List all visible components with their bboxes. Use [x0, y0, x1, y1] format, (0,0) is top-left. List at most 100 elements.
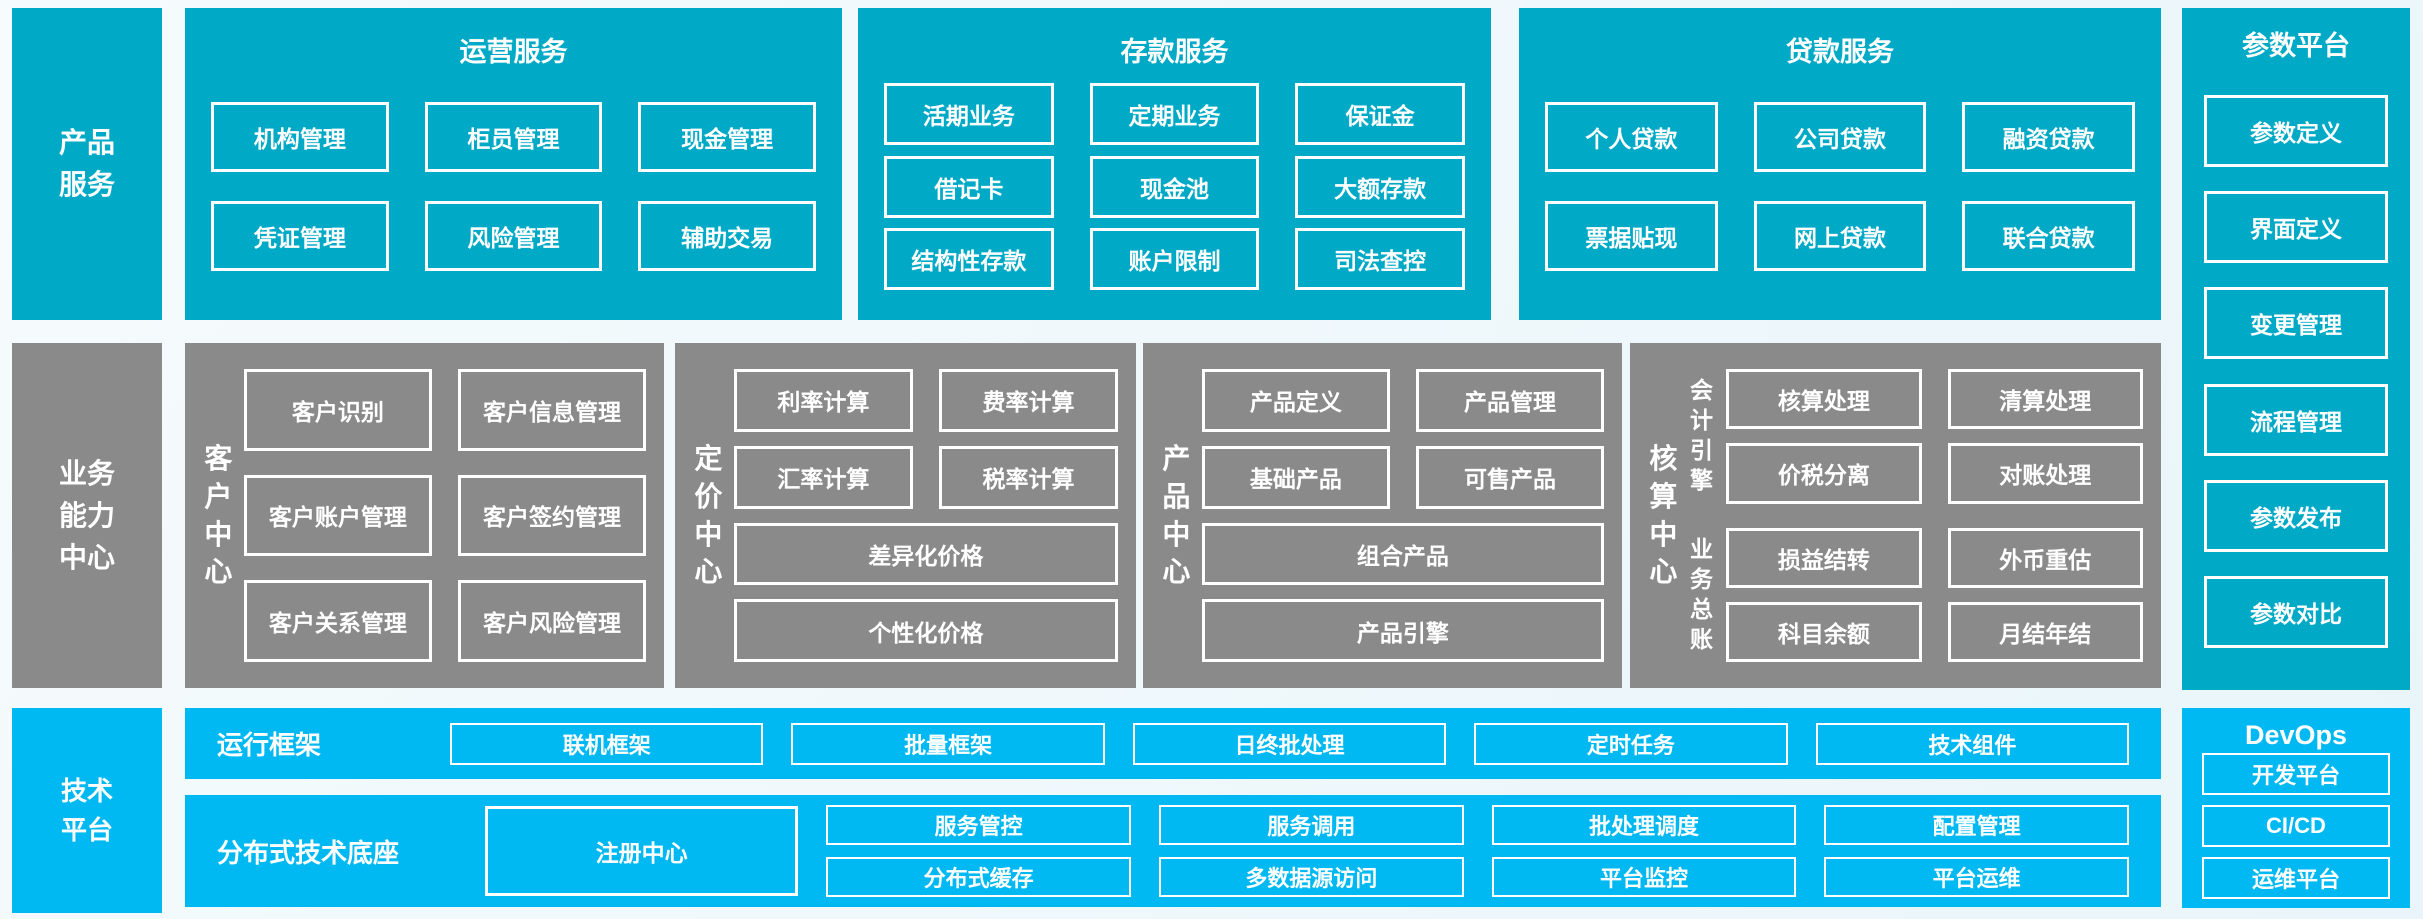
item-pl-carryover: 损益结转 — [1726, 527, 1922, 588]
item-eod-batch: 日终批处理 — [1132, 722, 1447, 765]
accounting-engine-group: 会计引擎 核算处理 清算处理 价税分离 对账处理 — [1689, 369, 2143, 504]
loan-row-2: 票据贴现 网上贷款 联合贷款 — [1545, 201, 2136, 271]
runtime-framework-label: 运行框架 — [217, 730, 322, 760]
sidebar-business-capability-center: 业务 能力 中心 — [12, 343, 162, 688]
item-subject-balance: 科目余额 — [1726, 601, 1922, 662]
item-parameter-compare: 参数对比 — [2204, 575, 2388, 648]
customer-center-label: 客户中心 — [204, 442, 233, 588]
item-demand-business: 活期业务 — [884, 83, 1054, 146]
item-multi-datasource: 多数据源访问 — [1159, 857, 1464, 897]
item-structured-deposit: 结构性存款 — [884, 227, 1054, 290]
item-joint-loan: 联合贷款 — [1962, 201, 2136, 271]
item-change-mgmt: 变更管理 — [2204, 287, 2388, 360]
panel-accounting-center: 核算中心 会计引擎 核算处理 清算处理 价税分离 对账处理 业务总账 损 — [1630, 343, 2161, 688]
loan-title: 贷款服务 — [1786, 37, 1894, 67]
item-parameter-definition: 参数定义 — [2204, 95, 2388, 168]
item-product-mgmt: 产品管理 — [1415, 369, 1604, 432]
item-customer-relation-mgmt: 客户关系管理 — [243, 580, 432, 662]
loan-rows: 个人贷款 公司贷款 融资贷款 票据贴现 网上贷款 联合贷款 — [1545, 73, 2136, 300]
distributed-base-label: 分布式技术底座 — [217, 837, 400, 868]
group-operations-services: 运营服务 机构管理 柜员管理 现金管理 凭证管理 风险管理 辅助交易 — [185, 8, 842, 320]
item-sellable-product: 可售产品 — [1415, 445, 1604, 509]
item-ui-definition: 界面定义 — [2204, 191, 2388, 264]
item-voucher-mgmt: 凭证管理 — [211, 201, 389, 271]
customer-center-grid: 客户识别 客户信息管理 客户账户管理 客户签约管理 客户关系管理 客户风险管理 — [243, 369, 646, 662]
operations-row-2: 凭证管理 风险管理 辅助交易 — [211, 201, 817, 271]
sidebar-product-services: 产品 服务 — [12, 8, 162, 320]
item-online-loan: 网上贷款 — [1753, 201, 1927, 271]
item-customer-account-mgmt: 客户账户管理 — [243, 474, 432, 557]
business-ledger-grid: 损益结转 外币重估 科目余额 月结年结 — [1726, 527, 2143, 662]
item-product-definition: 产品定义 — [1201, 369, 1390, 432]
deposit-row-3: 结构性存款 账户限制 司法查控 — [884, 227, 1466, 290]
item-scheduled-task: 定时任务 — [1474, 722, 1788, 765]
item-ops-platform: 运维平台 — [2202, 857, 2390, 899]
item-basic-product: 基础产品 — [1201, 445, 1390, 509]
deposit-title: 存款服务 — [1120, 37, 1229, 67]
item-large-deposit: 大额存款 — [1295, 155, 1466, 218]
accounting-center-label: 核算中心 — [1649, 442, 1678, 588]
item-distributed-cache: 分布式缓存 — [826, 857, 1132, 897]
item-platform-ops: 平台运维 — [1824, 857, 2129, 897]
operations-title: 运营服务 — [459, 37, 568, 67]
item-tech-component: 技术组件 — [1815, 722, 2130, 765]
item-tax-calc: 税率计算 — [938, 445, 1118, 509]
item-corporate-loan: 公司贷款 — [1753, 102, 1927, 172]
item-cicd: CI/CD — [2202, 805, 2390, 847]
parameter-platform-items: 参数定义 界面定义 变更管理 流程管理 参数发布 参数对比 — [2182, 65, 2410, 690]
pricing-center-label: 定价中心 — [694, 442, 723, 588]
item-customer-contract-mgmt: 客户签约管理 — [457, 474, 646, 557]
business-ledger-group: 业务总账 损益结转 外币重估 科目余额 月结年结 — [1689, 527, 2143, 662]
panel-pricing-center: 定价中心 利率计算 费率计算 汇率计算 税率计算 差异化价格 个性化价格 — [675, 343, 1136, 688]
panel-product-center: 产品中心 产品定义 产品管理 基础产品 可售产品 组合产品 产品引擎 — [1143, 343, 1622, 688]
deposit-rows: 活期业务 定期业务 保证金 借记卡 现金池 大额存款 结构性存款 账户限制 司法… — [884, 73, 1466, 300]
accounting-engine-grid: 核算处理 清算处理 价税分离 对账处理 — [1726, 369, 2143, 504]
item-customer-identification: 客户识别 — [243, 369, 432, 451]
operations-rows: 机构管理 柜员管理 现金管理 凭证管理 风险管理 辅助交易 — [211, 73, 817, 300]
item-customer-info-mgmt: 客户信息管理 — [457, 369, 646, 451]
item-personalized-price: 个性化价格 — [733, 599, 1118, 662]
item-differentiated-price: 差异化价格 — [733, 522, 1118, 586]
item-platform-monitoring: 平台监控 — [1491, 857, 1797, 897]
item-batch-framework: 批量框架 — [791, 722, 1105, 765]
item-price-tax-separation: 价税分离 — [1726, 443, 1922, 504]
bar-runtime-framework: 运行框架 联机框架 批量框架 日终批处理 定时任务 技术组件 — [185, 708, 2161, 779]
deposit-row-2: 借记卡 现金池 大额存款 — [884, 155, 1466, 218]
item-financing-loan: 融资贷款 — [1962, 102, 2136, 172]
item-cash-mgmt: 现金管理 — [638, 102, 817, 172]
item-teller-mgmt: 柜员管理 — [424, 102, 603, 172]
pricing-center-grid: 利率计算 费率计算 汇率计算 税率计算 差异化价格 个性化价格 — [733, 369, 1118, 662]
parameter-platform-title: 参数平台 — [2242, 31, 2350, 61]
product-center-grid: 产品定义 产品管理 基础产品 可售产品 组合产品 产品引擎 — [1201, 369, 1604, 662]
item-product-engine: 产品引擎 — [1201, 599, 1604, 662]
item-registry-center: 注册中心 — [485, 806, 799, 896]
panel-parameter-platform: 参数平台 参数定义 界面定义 变更管理 流程管理 参数发布 参数对比 — [2182, 8, 2410, 690]
item-margin: 保证金 — [1295, 83, 1466, 146]
accounting-groups: 会计引擎 核算处理 清算处理 价税分离 对账处理 业务总账 损益结转 外币重估 … — [1689, 369, 2143, 662]
item-risk-mgmt: 风险管理 — [424, 201, 603, 271]
item-reconciliation: 对账处理 — [1947, 443, 2143, 504]
bar-distributed-base: 分布式技术底座 注册中心 服务管控 服务调用 批处理调度 配置管理 分布式缓存 … — [185, 795, 2161, 907]
item-term-business: 定期业务 — [1089, 83, 1260, 146]
item-service-invocation: 服务调用 — [1159, 805, 1464, 845]
devops-title: DevOps — [2244, 720, 2348, 750]
sidebar-technology-platform: 技术 平台 — [12, 708, 162, 913]
operations-row-1: 机构管理 柜员管理 现金管理 — [211, 102, 817, 172]
item-batch-scheduling: 批处理调度 — [1491, 805, 1797, 845]
accounting-engine-label: 会计引擎 — [1689, 377, 1713, 494]
item-fx-revaluation: 外币重估 — [1947, 527, 2143, 588]
item-accounting-processing: 核算处理 — [1726, 369, 1922, 430]
business-ledger-label: 业务总账 — [1689, 535, 1713, 652]
item-process-mgmt: 流程管理 — [2204, 383, 2388, 456]
item-exchange-calc: 汇率计算 — [733, 445, 913, 509]
item-cash-pool: 现金池 — [1089, 155, 1260, 218]
item-customer-risk-mgmt: 客户风险管理 — [457, 580, 646, 662]
panel-devops: DevOps 开发平台 CI/CD 运维平台 — [2182, 708, 2410, 908]
deposit-row-1: 活期业务 定期业务 保证金 — [884, 83, 1466, 146]
product-center-label: 产品中心 — [1162, 442, 1191, 588]
item-month-year-end: 月结年结 — [1947, 601, 2143, 662]
item-service-governance: 服务管控 — [826, 805, 1132, 845]
panel-customer-center: 客户中心 客户识别 客户信息管理 客户账户管理 客户签约管理 客户关系管理 客户… — [185, 343, 664, 688]
item-account-restriction: 账户限制 — [1089, 227, 1260, 290]
item-auxiliary-trade: 辅助交易 — [638, 201, 817, 271]
